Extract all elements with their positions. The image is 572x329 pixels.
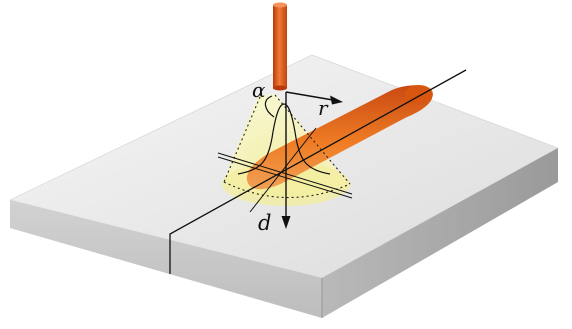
weld-bead: [246, 85, 433, 190]
radius-label: r: [318, 96, 329, 120]
plate-front-face: [10, 200, 322, 318]
welding-electrode: [273, 2, 287, 91]
depth-label: d: [258, 211, 271, 235]
radius-arrow: [285, 91, 343, 105]
axis-lines: [217, 127, 353, 213]
alpha-label: α: [252, 78, 266, 102]
angle-arc: [264, 95, 275, 118]
weld-seam-line: [169, 69, 467, 274]
gaussian-heat-curve: [237, 103, 331, 175]
plate-right-face: [322, 148, 558, 318]
depth-arrow: [281, 92, 291, 229]
